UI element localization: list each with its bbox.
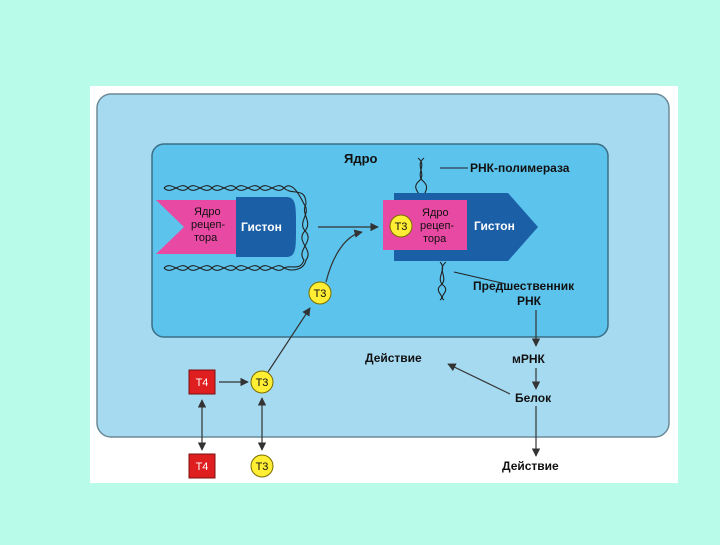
precursor-label-1: Предшественник bbox=[473, 279, 575, 293]
t3-nucleus-label: Т3 bbox=[314, 288, 327, 300]
right-receptor-label-2: рецеп- bbox=[420, 220, 454, 232]
t3-nucleus-circle bbox=[308, 281, 332, 305]
t4-blood-box bbox=[188, 453, 216, 479]
right-receptor-label-3: тора bbox=[423, 233, 447, 245]
right-t3-label: Т3 bbox=[395, 221, 408, 233]
right-t3-circle bbox=[389, 214, 413, 238]
left-receptor-label-2: рецеп- bbox=[191, 219, 225, 231]
arrow-t3-to-nucleus bbox=[267, 307, 311, 373]
arrow-t3-to-complex bbox=[325, 229, 363, 283]
precursor-pointer bbox=[453, 271, 507, 285]
precursor-label-2: РНК bbox=[517, 294, 542, 308]
left-receptor-label-1: Ядро bbox=[194, 206, 221, 218]
rna-polymerase-label: РНК-полимераза bbox=[470, 161, 570, 175]
right-receptor-label-1: Ядро bbox=[422, 207, 449, 219]
t3-cell-label: Т3 bbox=[256, 377, 269, 389]
nucleus-title: Ядро bbox=[344, 151, 378, 166]
t3-cell-circle bbox=[250, 370, 274, 394]
t3-blood-circle bbox=[250, 454, 274, 478]
t4-cell-label: Т4 bbox=[196, 377, 209, 389]
protein-label: Белок bbox=[515, 391, 552, 405]
t3-blood-label: Т3 bbox=[256, 461, 269, 473]
left-histone bbox=[236, 197, 296, 257]
left-receptor bbox=[156, 200, 236, 254]
left-receptor-label-3: тора bbox=[194, 232, 218, 244]
action-out-label: Действие bbox=[502, 459, 559, 473]
arrow-protein-to-action bbox=[447, 363, 511, 395]
t4-cell-box bbox=[188, 369, 216, 395]
nucleus-body bbox=[151, 143, 609, 338]
left-dna-helix bbox=[163, 185, 309, 271]
left-histone-label: Гистон bbox=[241, 220, 282, 234]
mrna-label: мРНК bbox=[512, 352, 546, 366]
right-histone-label: Гистон bbox=[474, 219, 515, 233]
precursor-rna-strand bbox=[437, 261, 447, 301]
action-cell-label: Действие bbox=[365, 351, 422, 365]
t4-blood-label: Т4 bbox=[196, 461, 209, 473]
